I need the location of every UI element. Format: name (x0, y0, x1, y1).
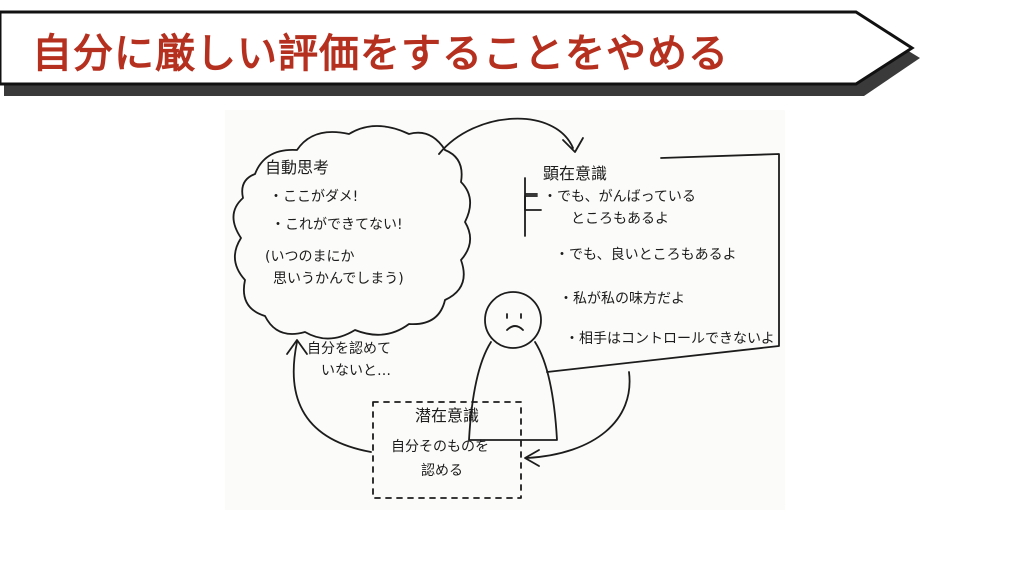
left-label-line-2: いないと… (321, 363, 391, 379)
conscious-line-1: ・でも、がんばっている (543, 189, 696, 205)
self-talk-line-4: 思いうかんでしまう) (273, 271, 404, 287)
conscious-line-4: ・私が私の味方だよ (559, 291, 685, 307)
arrow-subconscious-to-cloud (292, 341, 372, 453)
arrow-cloud-to-conscious (438, 117, 574, 155)
subconscious-line-1: 自分そのものを (391, 439, 489, 455)
arrowhead-subconscious (524, 449, 540, 467)
self-talk-heading: 自動思考 (265, 158, 330, 177)
conscious-heading: 顕在意識 (543, 164, 608, 183)
thought-cloud (232, 125, 471, 340)
title-banner: 自分に厳しい評価をすることをやめる (0, 0, 1024, 110)
sketch-drawing (232, 117, 780, 499)
self-talk-line-2: ・これができてない! (271, 217, 403, 233)
person-figure (468, 291, 558, 441)
self-talk-line-3: (いつのまにか (265, 249, 355, 265)
arrow-conscious-to-subconscious (526, 371, 631, 459)
banner-shape (0, 10, 920, 96)
subconscious-box (372, 401, 522, 499)
diagram-sketch: 自動思考 ・ここがダメ! ・これができてない! (いつのまにか 思いうかんでしま… (225, 110, 785, 510)
arrowhead-conscious (562, 137, 584, 153)
left-label-line-1: 自分を認めて (307, 341, 391, 357)
arrowhead-cloud (286, 339, 308, 355)
page-title: 自分に厳しい評価をすることをやめる (32, 31, 729, 77)
subconscious-heading: 潜在意識 (415, 406, 480, 425)
conscious-line-5: ・相手はコントロールできないよ (565, 331, 775, 347)
subconscious-line-2: 認める (421, 463, 463, 479)
conscious-line-2: ところもあるよ (571, 211, 669, 227)
conscious-line-3: ・でも、良いところもあるよ (555, 247, 737, 263)
self-talk-line-1: ・ここがダメ! (269, 189, 359, 205)
